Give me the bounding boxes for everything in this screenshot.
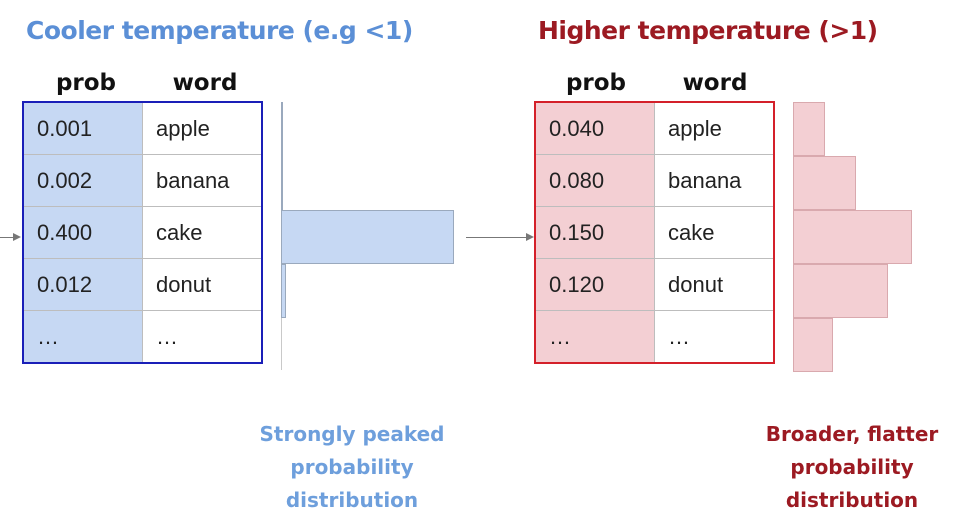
cool-panel-title: Cooler temperature (e.g <1) (26, 16, 413, 45)
caption-line: distribution (785, 488, 919, 512)
cool-arrow-head (13, 233, 21, 241)
hot-probability-table: 0.040 apple 0.080 banana 0.150 cake 0.12… (534, 101, 775, 364)
distribution-bar (793, 210, 912, 264)
prob-cell: … (535, 310, 655, 363)
cool-caption: Strongly peaked probability distribution (252, 418, 452, 517)
word-cell: … (654, 310, 774, 363)
word-cell: banana (142, 154, 262, 207)
caption-line: distribution (285, 488, 419, 512)
hot-caption: Broader, flatter probability distributio… (756, 418, 948, 517)
prob-cell: 0.400 (23, 206, 143, 259)
table-row: 0.012 donut (23, 258, 262, 311)
distribution-bar (281, 102, 283, 156)
distribution-bar (793, 318, 833, 372)
word-cell: cake (142, 206, 262, 259)
cool-arrow-line (0, 237, 13, 238)
table-row: 0.040 apple (535, 102, 774, 155)
word-cell: cake (654, 206, 774, 259)
table-row: … … (23, 310, 262, 363)
table-row: 0.120 donut (535, 258, 774, 311)
prob-cell: 0.040 (535, 102, 655, 155)
cool-probability-table: 0.001 apple 0.002 banana 0.400 cake 0.01… (22, 101, 263, 364)
distribution-bar (793, 156, 856, 210)
table-row: 0.080 banana (535, 154, 774, 207)
hot-arrow-head (526, 233, 534, 241)
prob-cell: 0.080 (535, 154, 655, 207)
word-cell: apple (142, 102, 262, 155)
cool-prob-header: prob (55, 70, 117, 96)
prob-cell: 0.012 (23, 258, 143, 311)
caption-line: probability (790, 455, 914, 479)
distribution-bar (793, 102, 825, 156)
word-cell: donut (654, 258, 774, 311)
word-cell: banana (654, 154, 774, 207)
distribution-bar (793, 264, 888, 318)
hot-word-header: word (682, 70, 748, 96)
table-row: 0.002 banana (23, 154, 262, 207)
hot-panel-title: Higher temperature (>1) (538, 16, 878, 45)
table-row: 0.400 cake (23, 206, 262, 259)
caption-line: Strongly peaked (259, 422, 445, 446)
cool-word-header: word (172, 70, 238, 96)
prob-cell: 0.150 (535, 206, 655, 259)
word-cell: donut (142, 258, 262, 311)
distribution-bar (281, 210, 454, 264)
word-cell: apple (654, 102, 774, 155)
caption-line: Broader, flatter (765, 422, 939, 446)
prob-cell: 0.120 (535, 258, 655, 311)
prob-cell: 0.002 (23, 154, 143, 207)
hot-prob-header: prob (565, 70, 627, 96)
table-row: … … (535, 310, 774, 363)
caption-line: probability (290, 455, 414, 479)
word-cell: … (142, 310, 262, 363)
prob-cell: 0.001 (23, 102, 143, 155)
prob-cell: … (23, 310, 143, 363)
distribution-bar (281, 156, 283, 210)
table-row: 0.150 cake (535, 206, 774, 259)
table-row: 0.001 apple (23, 102, 262, 155)
distribution-bar (281, 264, 286, 318)
hot-arrow-line (466, 237, 526, 238)
